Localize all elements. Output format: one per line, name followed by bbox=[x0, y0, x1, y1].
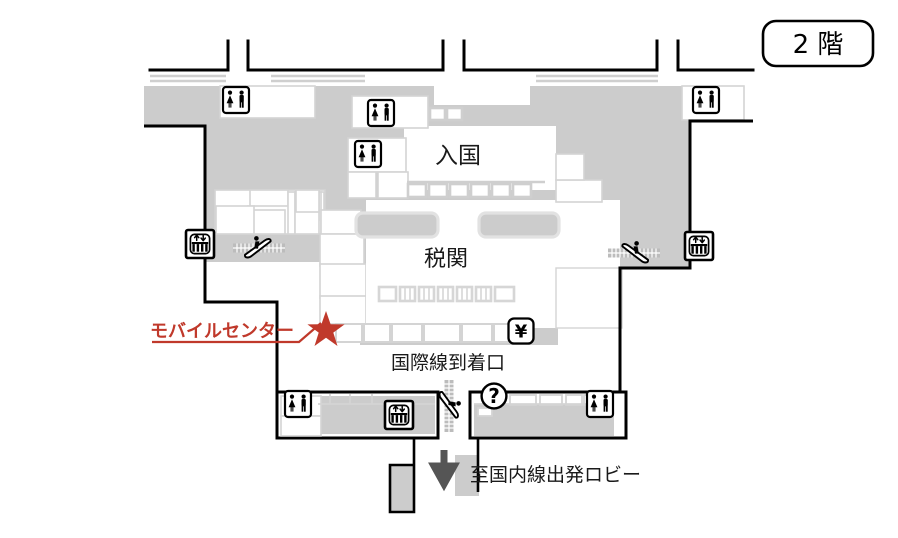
terminal-walls bbox=[144, 119, 753, 392]
floor-badge: 2 階 bbox=[761, 19, 875, 68]
elevator-icon[interactable] bbox=[184, 228, 216, 260]
domestic-departure-arrow bbox=[428, 450, 460, 492]
star-icon bbox=[307, 311, 345, 346]
boarding-bridge-walls bbox=[148, 39, 755, 72]
restroom-icon[interactable] bbox=[585, 389, 615, 419]
mobile-center-leader-line bbox=[152, 322, 322, 344]
baggage-carousels bbox=[354, 211, 561, 239]
restroom-icon[interactable] bbox=[353, 139, 383, 169]
restroom-icon[interactable] bbox=[283, 389, 313, 419]
elevator-icon[interactable] bbox=[383, 399, 415, 431]
customs-counter-bars bbox=[404, 288, 487, 300]
mobile-center-marker[interactable] bbox=[307, 311, 345, 346]
floor-badge-label: 2 階 bbox=[793, 30, 844, 60]
information-icon[interactable] bbox=[480, 382, 508, 410]
restroom-icon[interactable] bbox=[691, 85, 721, 115]
area-label-customs: 税関 bbox=[424, 247, 468, 272]
restroom-icon[interactable] bbox=[221, 85, 251, 115]
immigration-booth-row bbox=[406, 106, 545, 199]
area-label-international-arrivals-exit: 国際線到着口 bbox=[391, 352, 505, 374]
wayfinding-label-domestic-departures: 至国内線出発ロビー bbox=[470, 464, 641, 486]
mobile-center-label: モバイルセンター bbox=[150, 321, 294, 342]
apron-guide-lines bbox=[150, 74, 658, 83]
elevator-icon[interactable] bbox=[683, 230, 715, 262]
customs-counter-row bbox=[377, 285, 516, 303]
currency-exchange-icon[interactable] bbox=[507, 317, 535, 345]
area-label-immigration: 入国 bbox=[435, 143, 481, 169]
restroom-icon[interactable] bbox=[366, 98, 396, 128]
arrivals-shop-row bbox=[335, 323, 523, 343]
